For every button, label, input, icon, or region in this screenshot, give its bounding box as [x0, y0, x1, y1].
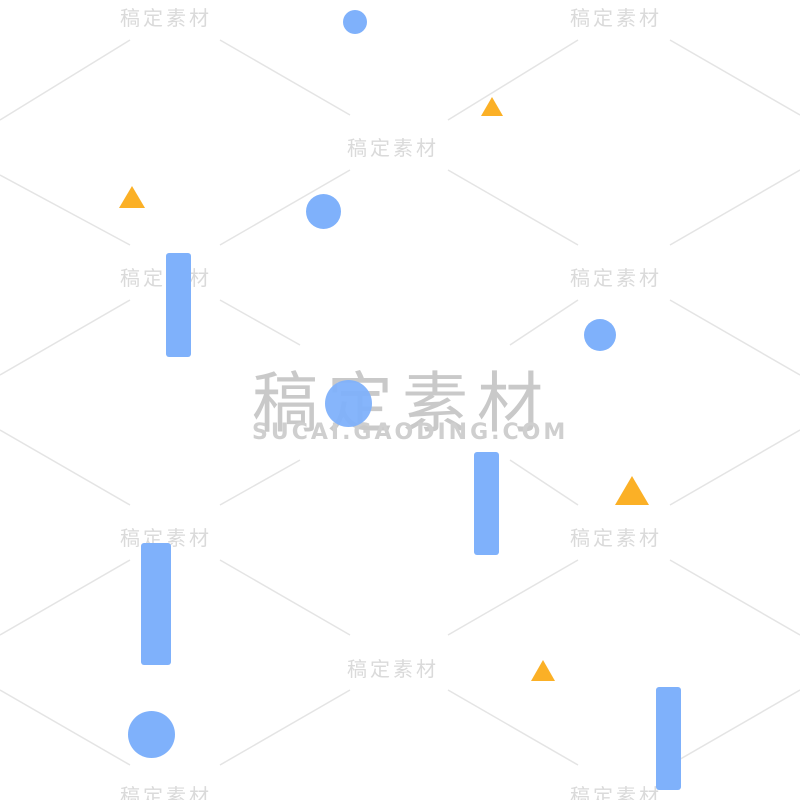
blue-circle: [584, 319, 616, 351]
watermark-text: 稿定素材: [347, 136, 439, 160]
watermark-text: 稿定素材: [570, 784, 662, 800]
yellow-triangle: [481, 97, 503, 116]
watermark-text: 稿定素材: [120, 784, 212, 800]
watermark-text: 稿定素材: [570, 6, 662, 30]
blue-bar: [141, 543, 171, 665]
blue-circle: [343, 10, 367, 34]
yellow-triangle: [531, 660, 555, 681]
watermark-text: 稿定素材: [120, 262, 212, 291]
blue-circle: [325, 380, 372, 427]
blue-circle: [306, 194, 341, 229]
yellow-triangle: [119, 186, 145, 208]
watermark-url: SUCAI.GAODING.COM: [252, 420, 569, 445]
yellow-triangle: [615, 476, 649, 505]
blue-circle: [128, 711, 175, 758]
watermark-text: 稿定素材: [120, 6, 212, 30]
watermark-text: 稿定素材: [347, 657, 439, 681]
blue-bar: [656, 687, 681, 790]
blue-bar: [474, 452, 499, 555]
blue-bar: [166, 253, 191, 357]
watermark-text: 稿定素材: [570, 266, 662, 290]
watermark-text: 稿定素材: [570, 526, 662, 550]
watermark-title: 稿定素材: [252, 365, 552, 442]
